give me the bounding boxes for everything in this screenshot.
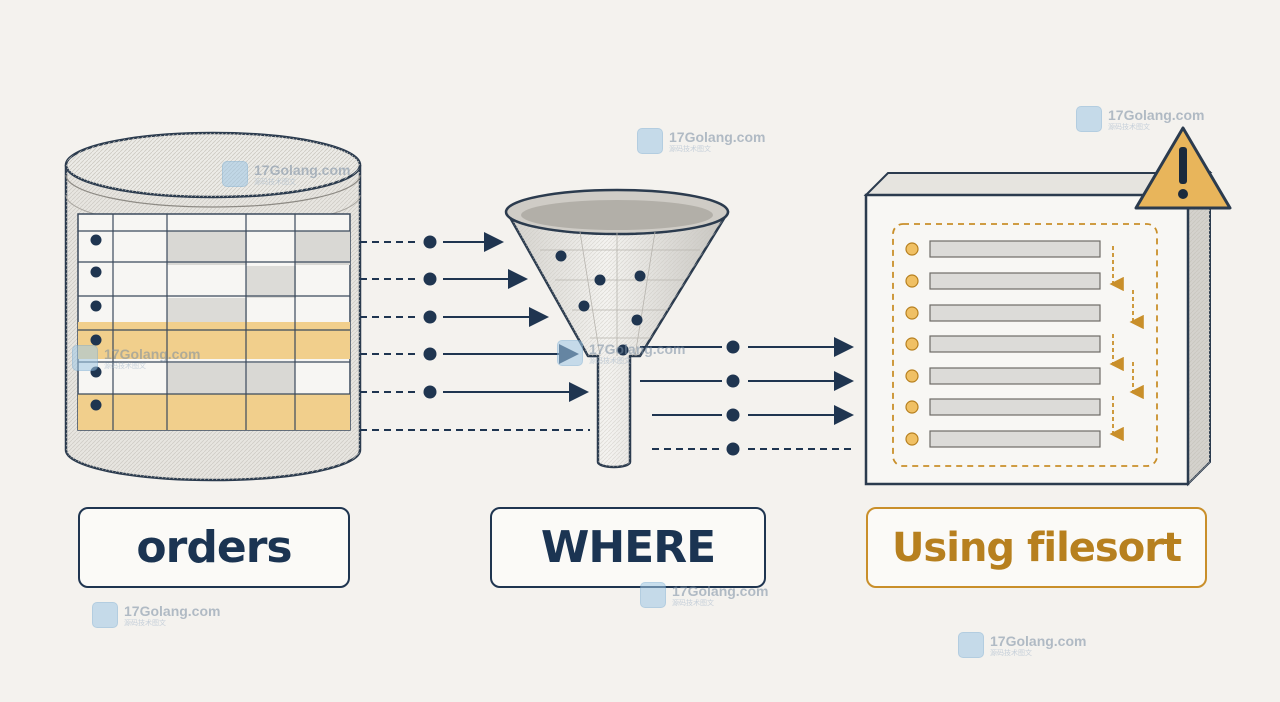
watermark-sub: 源码技术图文	[672, 598, 714, 607]
watermark-name: 17Golang.com	[1108, 106, 1205, 123]
sorted-rows	[905, 240, 1144, 448]
watermark-sub: 源码技术图文	[669, 144, 711, 153]
watermark-logo-icon	[222, 161, 248, 187]
watermark-sub: 源码技术图文	[990, 648, 1032, 657]
warning-icon	[1134, 126, 1232, 210]
watermark-sub: 源码技术图文	[1108, 122, 1150, 131]
watermark-sub: 源码技术图文	[254, 177, 296, 186]
watermark-logo-icon	[640, 582, 666, 608]
watermark-logo-icon	[1076, 106, 1102, 132]
highlighted-row	[78, 322, 350, 359]
watermark-logo-icon	[557, 340, 583, 366]
watermark-name: 17Golang.com	[669, 128, 766, 145]
watermark-name: 17Golang.com	[672, 582, 769, 599]
watermark-logo-icon	[637, 128, 663, 154]
watermark-sub: 源码技术图文	[589, 356, 631, 365]
watermark-name: 17Golang.com	[254, 161, 351, 178]
highlighted-row	[78, 394, 350, 430]
db-to-funnel-arrows	[360, 232, 590, 431]
watermark-name: 17Golang.com	[589, 340, 686, 357]
filesort-result-box	[863, 170, 1213, 487]
funnel-icon	[504, 188, 730, 469]
watermark-sub: 源码技术图文	[104, 361, 146, 370]
where-label: WHERE	[490, 507, 766, 588]
watermark-name: 17Golang.com	[124, 602, 221, 619]
watermark-name: 17Golang.com	[104, 345, 201, 362]
funnel-to-result-arrows	[640, 337, 856, 456]
orders-table-grid	[77, 213, 351, 431]
watermark-logo-icon	[92, 602, 118, 628]
filesort-label: Using filesort	[866, 507, 1207, 588]
watermark-logo-icon	[958, 632, 984, 658]
orders-label: orders	[78, 507, 350, 588]
watermark-logo-icon	[72, 345, 98, 371]
watermark-sub: 源码技术图文	[124, 618, 166, 627]
watermark-name: 17Golang.com	[990, 632, 1087, 649]
